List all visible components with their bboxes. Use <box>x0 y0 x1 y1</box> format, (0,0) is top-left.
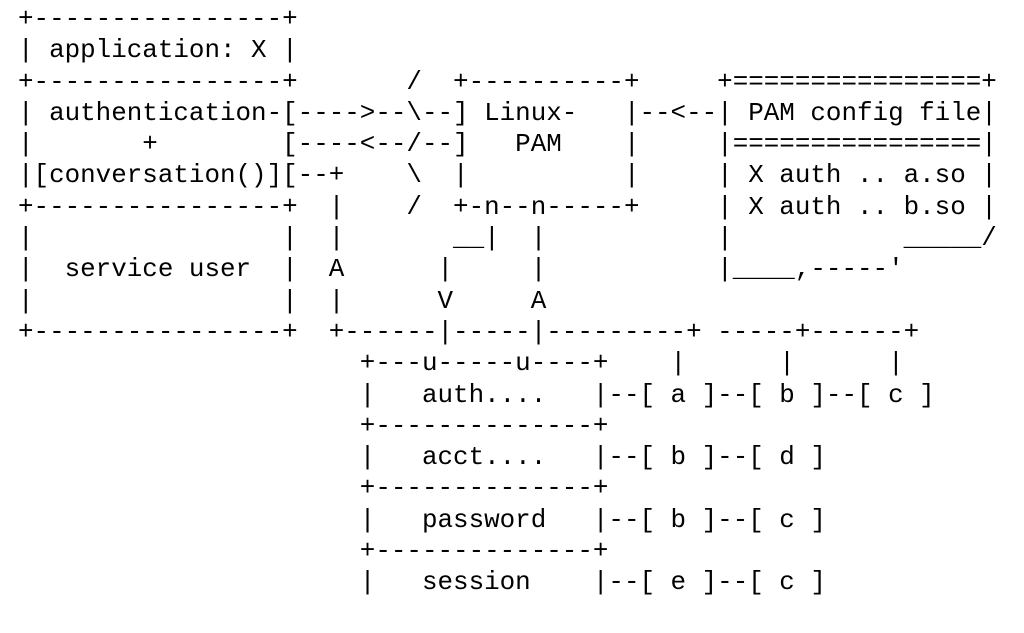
diagram-line: | acct.... |--[ b ]--[ d ] <box>18 442 826 473</box>
diagram-line: +---u-----u----+ | | | <box>18 348 904 379</box>
diagram-line: | application: X | <box>18 35 298 66</box>
diagram-line: | + [----<--/--] PAM | |================… <box>18 129 997 160</box>
diagram-line: +----------------+ / +----------+ +=====… <box>18 66 997 97</box>
diagram-line: | | | V A <box>18 285 547 316</box>
diagram-line: +----------------+ +------|-----|-------… <box>18 316 920 347</box>
diagram-line: | service user | A | | |____,-----' <box>18 254 904 285</box>
diagram-line: +----------------+ | / +-n--n-----+ | X … <box>18 191 997 222</box>
pam-architecture-ascii-diagram: +----------------+ | application: X | +-… <box>18 4 1018 629</box>
diagram-line: +--------------+ <box>18 410 609 441</box>
diagram-line: | session |--[ e ]--[ c ] <box>18 567 826 598</box>
diagram-line: |[conversation()][--+ \ | | | X auth .. … <box>18 160 997 191</box>
diagram-line: | | | __| | | _____/ <box>18 223 997 254</box>
diagram-line: | auth.... |--[ a ]--[ b ]--[ c ] <box>18 379 935 410</box>
diagram-line: | authentication-[---->--\--] Linux- |--… <box>18 97 997 128</box>
diagram-line: +----------------+ <box>18 4 298 34</box>
diagram-line: +--------------+ <box>18 473 609 504</box>
diagram-line: | password |--[ b ]--[ c ] <box>18 504 826 535</box>
diagram-line: +--------------+ <box>18 536 609 567</box>
